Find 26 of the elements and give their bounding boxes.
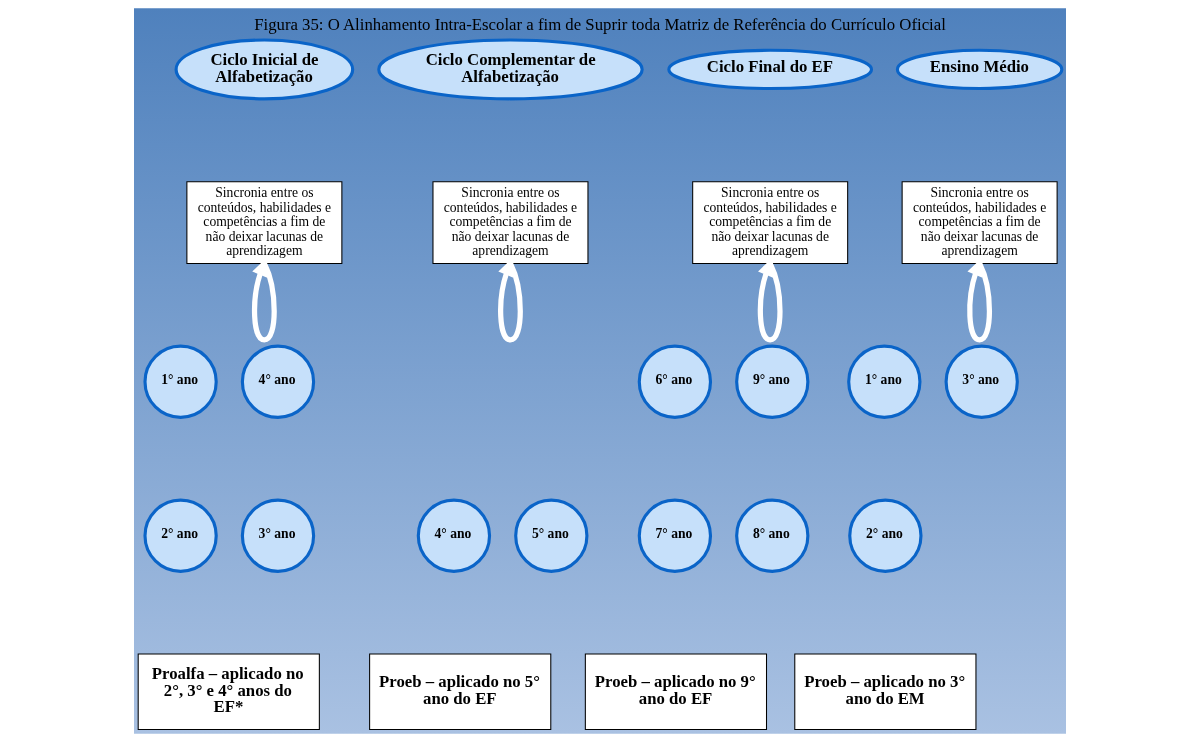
node-circle: 9° ano — [735, 344, 810, 419]
node-box: Proeb – aplicado no 3° ano do EM — [794, 653, 977, 730]
node-circle: 2° ano — [143, 498, 218, 573]
node-ellipse: Ensino Médio — [895, 48, 1064, 91]
node-circle: 4° ano — [416, 498, 492, 573]
node-circle: 3° ano — [944, 344, 1019, 419]
node-box: Proeb – aplicado no 5° ano do EF — [369, 653, 552, 730]
node-box: Sincronia entre os conteúdos, habilidades e competências a fim de não deixar lacunas de aprendizagem — [432, 181, 589, 264]
node-circle: 6° ano — [637, 344, 713, 419]
node-ellipse: Ciclo Complementar de Alfabetização — [377, 38, 644, 101]
node-box: Sincronia entre os conteúdos, habilidades e competências a fim de não deixar lacunas de aprendizagem — [901, 181, 1058, 264]
node-circle: 1° ano — [847, 344, 922, 419]
node-ellipse: Ciclo Inicial de Alfabetização — [174, 38, 355, 101]
node-circle: 7° ano — [637, 498, 713, 573]
node-circle: 4° ano — [240, 344, 316, 419]
node-circle: 1° ano — [143, 344, 218, 419]
node-box: Proalfa – aplicado no 2°, 3° e 4° anos do EF* — [137, 653, 320, 730]
node-circle: 2° ano — [848, 498, 923, 573]
node-circle: 5° ano — [514, 498, 589, 573]
node-circle: 3° ano — [240, 498, 316, 573]
node-box: Proeb – aplicado no 9° ano do EF — [584, 653, 768, 730]
node-box: Sincronia entre os conteúdos, habilidades e competências a fim de não deixar lacunas de aprendizagem — [692, 181, 849, 264]
node-ellipse: Ciclo Final do EF — [667, 48, 874, 91]
caption: Figura 35: O Alinhamento Intra-Escolar a fim de Suprir toda Matriz de Referência do Currículo Oficial — [254, 15, 946, 35]
node-box: Sincronia entre os conteúdos, habilidades e competências a fim de não deixar lacunas de aprendizagem — [186, 181, 343, 264]
node-circle: 8° ano — [735, 498, 810, 573]
